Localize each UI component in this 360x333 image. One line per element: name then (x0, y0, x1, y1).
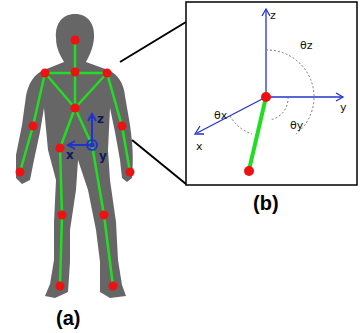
axis-label: x (196, 141, 203, 152)
hip-axes (68, 114, 97, 150)
angle-label: θy (290, 120, 303, 131)
body-silhouette (16, 14, 133, 298)
axis-label: z (270, 10, 276, 21)
skeleton-bones (20, 40, 130, 286)
bone-segment (249, 97, 266, 170)
angle-label: θz (300, 40, 313, 51)
axis-label: z (97, 113, 104, 125)
zoom-line (120, 22, 186, 62)
zoom-line (132, 140, 186, 184)
angle-label: θx (214, 110, 227, 121)
joint (261, 92, 271, 102)
panel-caption: (b) (253, 193, 279, 213)
skeleton-joints (16, 36, 135, 291)
joint (244, 166, 254, 176)
axis-label: y (340, 102, 347, 113)
axis-label: y (99, 150, 107, 162)
axis-label: x (66, 149, 74, 161)
joint-axes (195, 9, 343, 134)
angle-arcs (230, 50, 314, 134)
detail-panel (186, 2, 357, 185)
panel-caption: (a) (56, 308, 80, 328)
